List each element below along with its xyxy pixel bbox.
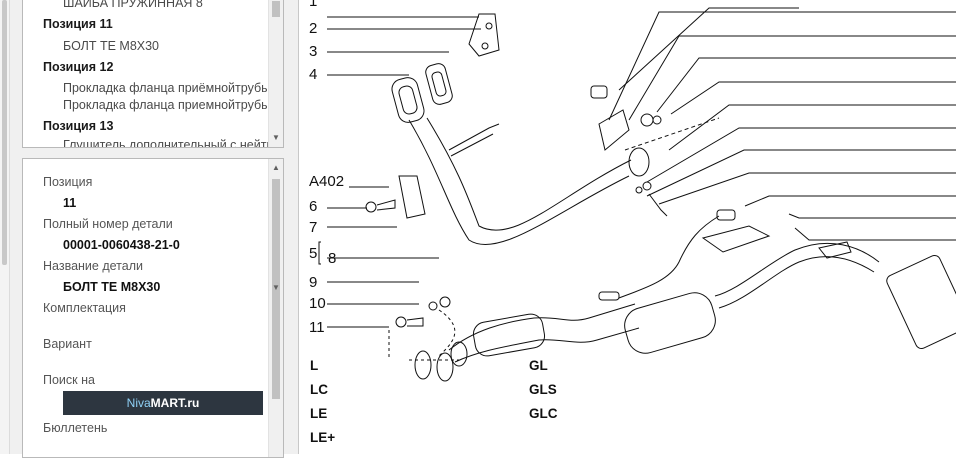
callout-11[interactable]: 11 (309, 319, 325, 336)
callout-8[interactable]: 8 (328, 250, 337, 267)
scroll-down-arrow-icon[interactable]: ▼ (272, 133, 280, 142)
callout-7[interactable]: 7 (309, 219, 318, 236)
list-item[interactable]: Глушитель дополнительный с нейтрал (63, 138, 268, 148)
callout-4[interactable]: 4 (309, 66, 318, 83)
callout-3[interactable]: 3 (309, 43, 318, 60)
part-name-label: Название детали (43, 259, 143, 273)
list-item[interactable]: БОЛТ ТЕ М8Х30 (63, 39, 160, 53)
callout-2[interactable]: 2 (309, 20, 318, 37)
list-group-header[interactable]: Позиция 11 (43, 17, 113, 31)
list-item[interactable]: Прокладка фланца приёмнойтрубы (63, 81, 268, 95)
outer-scrollbar-thumb[interactable] (2, 0, 7, 265)
outer-scrollbar[interactable] (0, 0, 10, 454)
trim-label-gls: GLS (529, 382, 557, 397)
position-label: Позиция (43, 175, 93, 189)
full-number-label: Полный номер детали (43, 217, 173, 231)
bulletin-label: Бюллетень (43, 421, 108, 435)
list-item[interactable]: Прокладка фланца приемнойтрубы (63, 98, 268, 112)
nivamart-link-button[interactable]: NivaMART.ru (63, 391, 263, 415)
part-name-value: БОЛТ ТЕ М8Х30 (63, 280, 161, 294)
list-group-header[interactable]: Позиция 12 (43, 60, 114, 74)
callout-6[interactable]: 6 (309, 198, 318, 215)
search-on-label: Поиск на (43, 373, 95, 387)
trim-label-lc: LC (310, 382, 328, 397)
left-sidebar: ШАЙБА ПРУЖИННАЯ 8 Позиция 11 БОЛТ ТЕ М8Х… (0, 0, 298, 458)
callout-a402[interactable]: A402 (309, 173, 345, 190)
full-number-value: 00001-0060438-21-0 (63, 238, 180, 252)
trim-label-le: LE (310, 406, 328, 421)
exploded-parts-diagram[interactable]: 1 2 3 4 A402 6 7 5 8 9 10 11 L LC LE LE+… (298, 0, 956, 454)
list-group-header[interactable]: Позиция 13 (43, 119, 114, 133)
nivamart-link-part1: Niva (126, 396, 151, 410)
scroll-down-arrow-icon[interactable]: ▼ (272, 283, 280, 292)
parts-list-scrollbar-thumb[interactable] (272, 1, 280, 17)
position-value: 11 (63, 196, 77, 210)
trim-label-le-plus: LE+ (310, 430, 336, 445)
details-scrollbar-thumb[interactable] (272, 179, 280, 399)
trim-label-gl: GL (529, 358, 548, 373)
callout-1[interactable]: 1 (309, 0, 318, 10)
nivamart-link-part2: MART.ru (150, 396, 200, 410)
callout-9[interactable]: 9 (309, 274, 318, 291)
callout-10[interactable]: 10 (309, 295, 326, 312)
callout-5[interactable]: 5 (309, 245, 318, 262)
variant-label: Вариант (43, 337, 92, 351)
part-details: Позиция 11 Полный номер детали 00001-006… (23, 159, 268, 457)
part-details-panel: Позиция 11 Полный номер детали 00001-006… (22, 158, 284, 458)
parts-list: ШАЙБА ПРУЖИННАЯ 8 Позиция 11 БОЛТ ТЕ М8Х… (23, 0, 268, 147)
scroll-up-arrow-icon[interactable]: ▲ (272, 163, 280, 172)
trim-label-glc: GLC (529, 406, 558, 421)
trim-label-l: L (310, 358, 319, 373)
parts-list-scrollbar[interactable]: ▼ (268, 0, 283, 147)
parts-list-panel: ШАЙБА ПРУЖИННАЯ 8 Позиция 11 БОЛТ ТЕ М8Х… (22, 0, 284, 148)
kit-label: Комплектация (43, 301, 126, 315)
details-scrollbar[interactable]: ▲ ▼ (268, 159, 283, 457)
exhaust-system-drawing (318, 7, 956, 382)
list-item[interactable]: ШАЙБА ПРУЖИННАЯ 8 (63, 0, 203, 10)
